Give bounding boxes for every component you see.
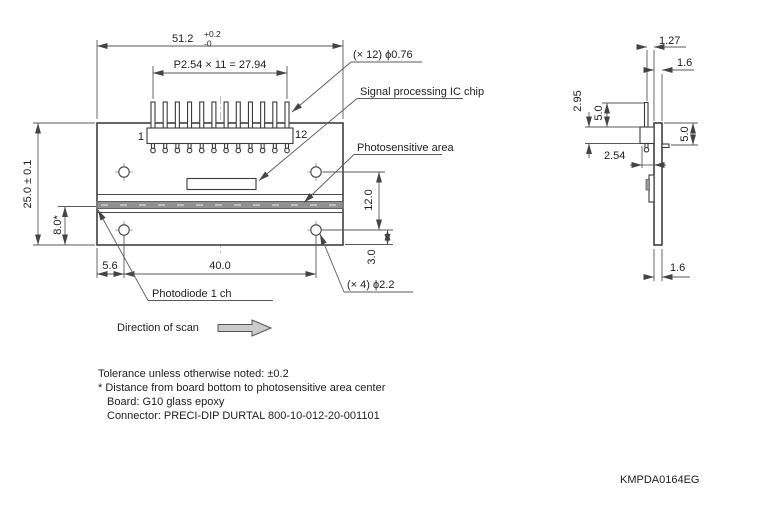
note-distance: * Distance from board bottom to photosen… bbox=[98, 382, 386, 394]
dim-pin-length-top: 5.0 bbox=[593, 102, 644, 127]
dim-hole-left-offset-value: 5.6 bbox=[102, 260, 117, 272]
callout-photodiode: Photodiode 1 ch bbox=[97, 209, 273, 301]
part-number: KMPDA0164EG bbox=[620, 474, 699, 486]
dim-connector-height: 2.95 bbox=[572, 90, 640, 158]
dim-overall-height-value: 25.0 ± 0.1 bbox=[22, 160, 34, 209]
scan-direction-arrow-icon bbox=[217, 319, 273, 337]
dim-pin-offset-value: 1.27 bbox=[659, 35, 680, 47]
note-connector: Connector: PRECI-DIP DURTAL 800-10-012-2… bbox=[107, 410, 380, 422]
board-side bbox=[653, 122, 663, 246]
ic-chip bbox=[186, 177, 257, 191]
svg-text:Signal processing IC chip: Signal processing IC chip bbox=[360, 86, 484, 98]
dim-hole-bottom-offset-value: 3.0 bbox=[366, 249, 378, 264]
dim-photosensitive-height-value: 8.0* bbox=[52, 214, 64, 234]
dim-board-thickness-top: 1.6 bbox=[643, 57, 694, 121]
dim-pin-pitch-value: P2.54 × 11 = 27.94 bbox=[174, 59, 267, 71]
svg-text:(× 4) ϕ2.2: (× 4) ϕ2.2 bbox=[347, 279, 394, 291]
photosensitive-side bbox=[645, 179, 650, 191]
connector-pin-tip bbox=[643, 147, 650, 153]
board-back-pin bbox=[661, 143, 670, 149]
callout-pin-dia: (× 12) ϕ0.76 bbox=[291, 49, 422, 113]
connector-body bbox=[146, 127, 294, 145]
pin-12-label: 12 bbox=[295, 129, 307, 141]
mounting-holes bbox=[115, 163, 325, 239]
photosensitive-area bbox=[96, 194, 344, 213]
dim-overall-width-value: 51.2 bbox=[172, 33, 193, 45]
dim-board-thickness-bottom: 1.6 bbox=[643, 249, 690, 281]
dim-pin-length-back: 5.0 bbox=[664, 122, 698, 146]
callout-photosensitive: Photosensitive area bbox=[303, 142, 454, 203]
dim-overall-height: 25.0 ± 0.1 bbox=[22, 122, 95, 246]
pin-1-label: 1 bbox=[138, 131, 144, 143]
dim-hole-rows: 12.0 3.0 bbox=[322, 171, 393, 265]
dim-overall-width-tol-upper: +0.2 bbox=[204, 29, 221, 39]
connector-pin-top bbox=[643, 101, 649, 128]
svg-text:Photodiode 1 ch: Photodiode 1 ch bbox=[152, 288, 232, 300]
direction-of-scan: Direction of scan bbox=[117, 319, 273, 337]
dim-pin-length-back-value: 5.0 bbox=[679, 126, 691, 141]
dim-board-thickness-top-value: 1.6 bbox=[677, 57, 692, 69]
dim-connector-height-value: 2.95 bbox=[572, 90, 584, 111]
connector-pins bbox=[150, 101, 290, 154]
dim-connector-depth-value: 2.54 bbox=[604, 150, 625, 162]
callout-ic-chip: Signal processing IC chip bbox=[258, 86, 484, 181]
dim-pin-offset: 1.27 bbox=[636, 35, 686, 121]
scan-label: Direction of scan bbox=[117, 322, 199, 334]
connector-side bbox=[639, 126, 655, 145]
dim-overall-width: 51.2 +0.2 -0 bbox=[96, 29, 344, 119]
note-board: Board: G10 glass epoxy bbox=[107, 396, 225, 408]
dim-hole-row-span-value: 12.0 bbox=[363, 189, 375, 210]
callout-hole-dia: (× 4) ϕ2.2 bbox=[319, 233, 413, 293]
dim-board-thickness-bottom-value: 1.6 bbox=[670, 262, 685, 274]
note-tolerance: Tolerance unless otherwise noted: ±0.2 bbox=[98, 368, 289, 380]
dim-photosensitive-height: 8.0* bbox=[52, 206, 96, 245]
dim-pin-length-top-value: 5.0 bbox=[593, 105, 605, 120]
side-view: 1.27 1.6 2.95 5.0 2.5 bbox=[572, 35, 698, 281]
front-view: 1 12 51.2 +0.2 -0 P2.54 × 11 = 27.94 25.… bbox=[22, 29, 484, 337]
dim-connector-depth: 2.54 bbox=[604, 146, 666, 168]
dim-overall-width-tol-lower: -0 bbox=[204, 39, 212, 49]
svg-text:(× 12) ϕ0.76: (× 12) ϕ0.76 bbox=[353, 49, 413, 61]
dim-hole-span-value: 40.0 bbox=[209, 260, 230, 272]
svg-text:Photosensitive area: Photosensitive area bbox=[357, 142, 454, 154]
notes: Tolerance unless otherwise noted: ±0.2 *… bbox=[98, 368, 386, 422]
dim-pin-pitch: P2.54 × 11 = 27.94 bbox=[152, 59, 288, 99]
